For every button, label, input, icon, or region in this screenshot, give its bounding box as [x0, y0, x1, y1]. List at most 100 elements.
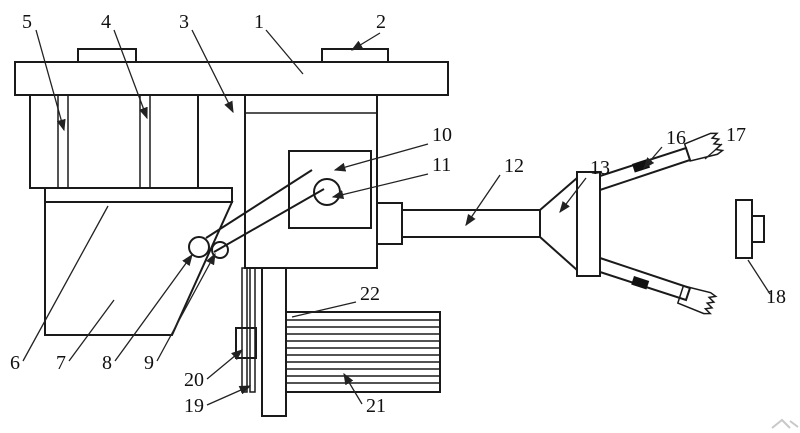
label-3: 3 — [179, 11, 234, 114]
label-6-text: 6 — [10, 352, 20, 374]
square-panel — [288, 150, 372, 229]
arm-bottom — [599, 256, 692, 302]
leader-3 — [191, 29, 234, 114]
gripper-arms — [599, 132, 725, 315]
label-17: 17 — [704, 124, 746, 160]
jaw-bottom-teeth — [676, 285, 718, 315]
leader-5 — [35, 29, 66, 132]
label-21-text: 21 — [366, 395, 386, 417]
label-16-text: 16 — [666, 127, 686, 149]
label-4-text: 4 — [101, 11, 111, 33]
end-plate-hub — [751, 215, 765, 243]
drive-shaft — [401, 209, 541, 238]
label-18: 18 — [747, 259, 786, 308]
pad-block-bottom-rect — [631, 276, 650, 290]
jaw-top-teeth — [683, 132, 725, 162]
label-10: 10 — [333, 124, 452, 172]
roller-right — [211, 241, 229, 259]
leader-20 — [206, 349, 244, 380]
fin-stack — [285, 311, 441, 393]
label-20: 20 — [184, 349, 244, 391]
label-4: 4 — [101, 11, 148, 120]
label-12-text: 12 — [504, 155, 524, 177]
jaw-bottom — [676, 285, 718, 315]
lower-assembly — [235, 267, 441, 417]
label-10-text: 10 — [432, 124, 452, 146]
end-plate-body — [735, 199, 753, 259]
fin-stack-outline — [285, 311, 441, 393]
label-21: 21 — [343, 372, 386, 417]
label-20-text: 20 — [184, 369, 204, 391]
crank-arm-edge — [205, 169, 313, 239]
wedge-box — [44, 201, 234, 336]
label-8-text: 8 — [102, 352, 112, 374]
label-1-text: 1 — [254, 11, 264, 33]
pad-block-bottom — [631, 276, 650, 290]
jaw-top — [683, 132, 725, 162]
label-2: 2 — [350, 11, 386, 51]
flange — [576, 171, 601, 277]
label-7-text: 7 — [56, 352, 66, 374]
shaft-coupling — [376, 202, 403, 245]
leader-7 — [68, 299, 115, 362]
leader-16 — [643, 146, 663, 169]
frame-outline — [29, 94, 199, 189]
label-18-text: 18 — [766, 286, 786, 308]
leader-22 — [291, 301, 357, 318]
label-16: 16 — [643, 127, 686, 169]
cone-flange — [539, 171, 601, 277]
pad-block-top — [632, 159, 650, 173]
central-block — [188, 94, 378, 269]
label-22-text: 22 — [360, 283, 380, 305]
label-3-text: 3 — [179, 11, 189, 33]
leader-19 — [206, 385, 252, 406]
top-plate — [14, 61, 449, 96]
label-13: 13 — [559, 157, 610, 214]
label-19-text: 19 — [184, 395, 204, 417]
label-1: 1 — [254, 11, 304, 75]
top-boss-right — [321, 48, 389, 63]
leader-4 — [113, 29, 148, 120]
label-7: 7 — [56, 299, 115, 374]
base-bar — [44, 187, 233, 203]
label-17-text: 17 — [726, 124, 746, 146]
leader-10 — [333, 143, 429, 172]
label-11-text: 11 — [432, 154, 451, 176]
fin-stack-lines — [286, 319, 440, 384]
leader-9 — [156, 252, 216, 362]
end-plate — [735, 199, 765, 259]
block-outline — [244, 94, 378, 269]
label-9-text: 9 — [144, 352, 154, 374]
watermark — [771, 418, 799, 429]
reference-labels: 5 4 3 1 2 10 11 12 — [10, 11, 786, 417]
crank-arm-edge — [213, 188, 325, 253]
leader-8 — [114, 253, 193, 362]
label-19: 19 — [184, 385, 252, 417]
label-2-text: 2 — [376, 11, 386, 33]
rod-right — [249, 267, 256, 393]
top-boss-left — [77, 48, 137, 63]
label-9: 9 — [144, 252, 216, 374]
left-column-frame — [29, 94, 199, 189]
label-8: 8 — [102, 253, 193, 374]
leader-13 — [559, 177, 587, 214]
leader-17 — [704, 143, 723, 160]
leader-11 — [331, 173, 429, 199]
label-22: 22 — [291, 283, 380, 318]
leader-2 — [350, 32, 381, 51]
label-13-text: 13 — [590, 157, 610, 179]
vertical-strip — [261, 267, 287, 417]
rod-left — [241, 267, 248, 393]
pad-block-top-rect — [632, 159, 650, 173]
machine-parts — [14, 48, 799, 429]
rod-clamp — [235, 327, 257, 359]
leader-18 — [747, 259, 771, 295]
leader-6 — [22, 205, 109, 362]
label-5-text: 5 — [22, 11, 32, 33]
cone-edge — [539, 236, 578, 271]
label-11: 11 — [331, 154, 451, 199]
leader-12 — [465, 174, 501, 227]
leader-21 — [343, 372, 363, 405]
